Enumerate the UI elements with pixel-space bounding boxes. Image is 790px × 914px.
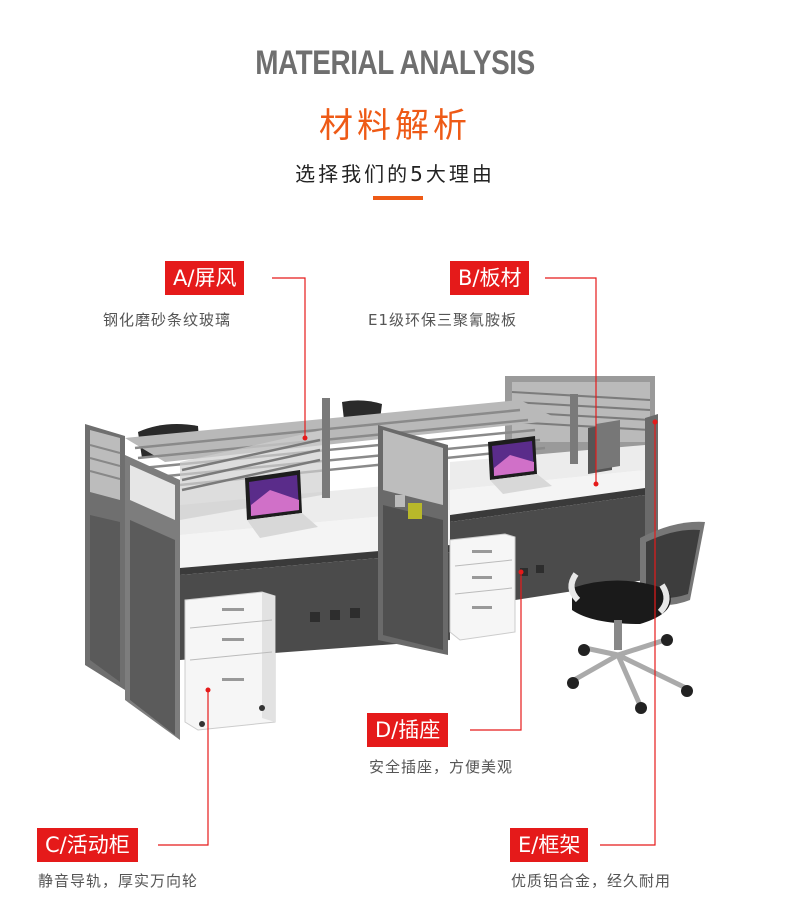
callout-e-tag: E/框架 [510,828,589,862]
callout-a-desc: 钢化磨砂条纹玻璃 [103,311,232,329]
callout-c-tag: C/活动柜 [37,828,138,862]
title-underline [373,196,423,200]
callout-d-desc: 安全插座，方便美观 [369,758,514,776]
callout-c-desc: 静音导轨，厚实万向轮 [38,872,199,890]
page-title-en: MATERIAL ANALYSIS [255,44,535,82]
page-subtitle: 选择我们的5大理由 [295,162,495,186]
callout-b-tag: B/板材 [450,261,530,295]
callout-a-tag: A/屏风 [165,261,245,295]
callout-e-desc: 优质铝合金，经久耐用 [511,872,672,890]
callout-d-tag: D/插座 [367,713,449,747]
page-title-cn: 材料解析 [319,106,471,146]
callout-b-desc: E1级环保三聚氰胺板 [368,311,518,329]
workstation-illustration [85,277,705,846]
